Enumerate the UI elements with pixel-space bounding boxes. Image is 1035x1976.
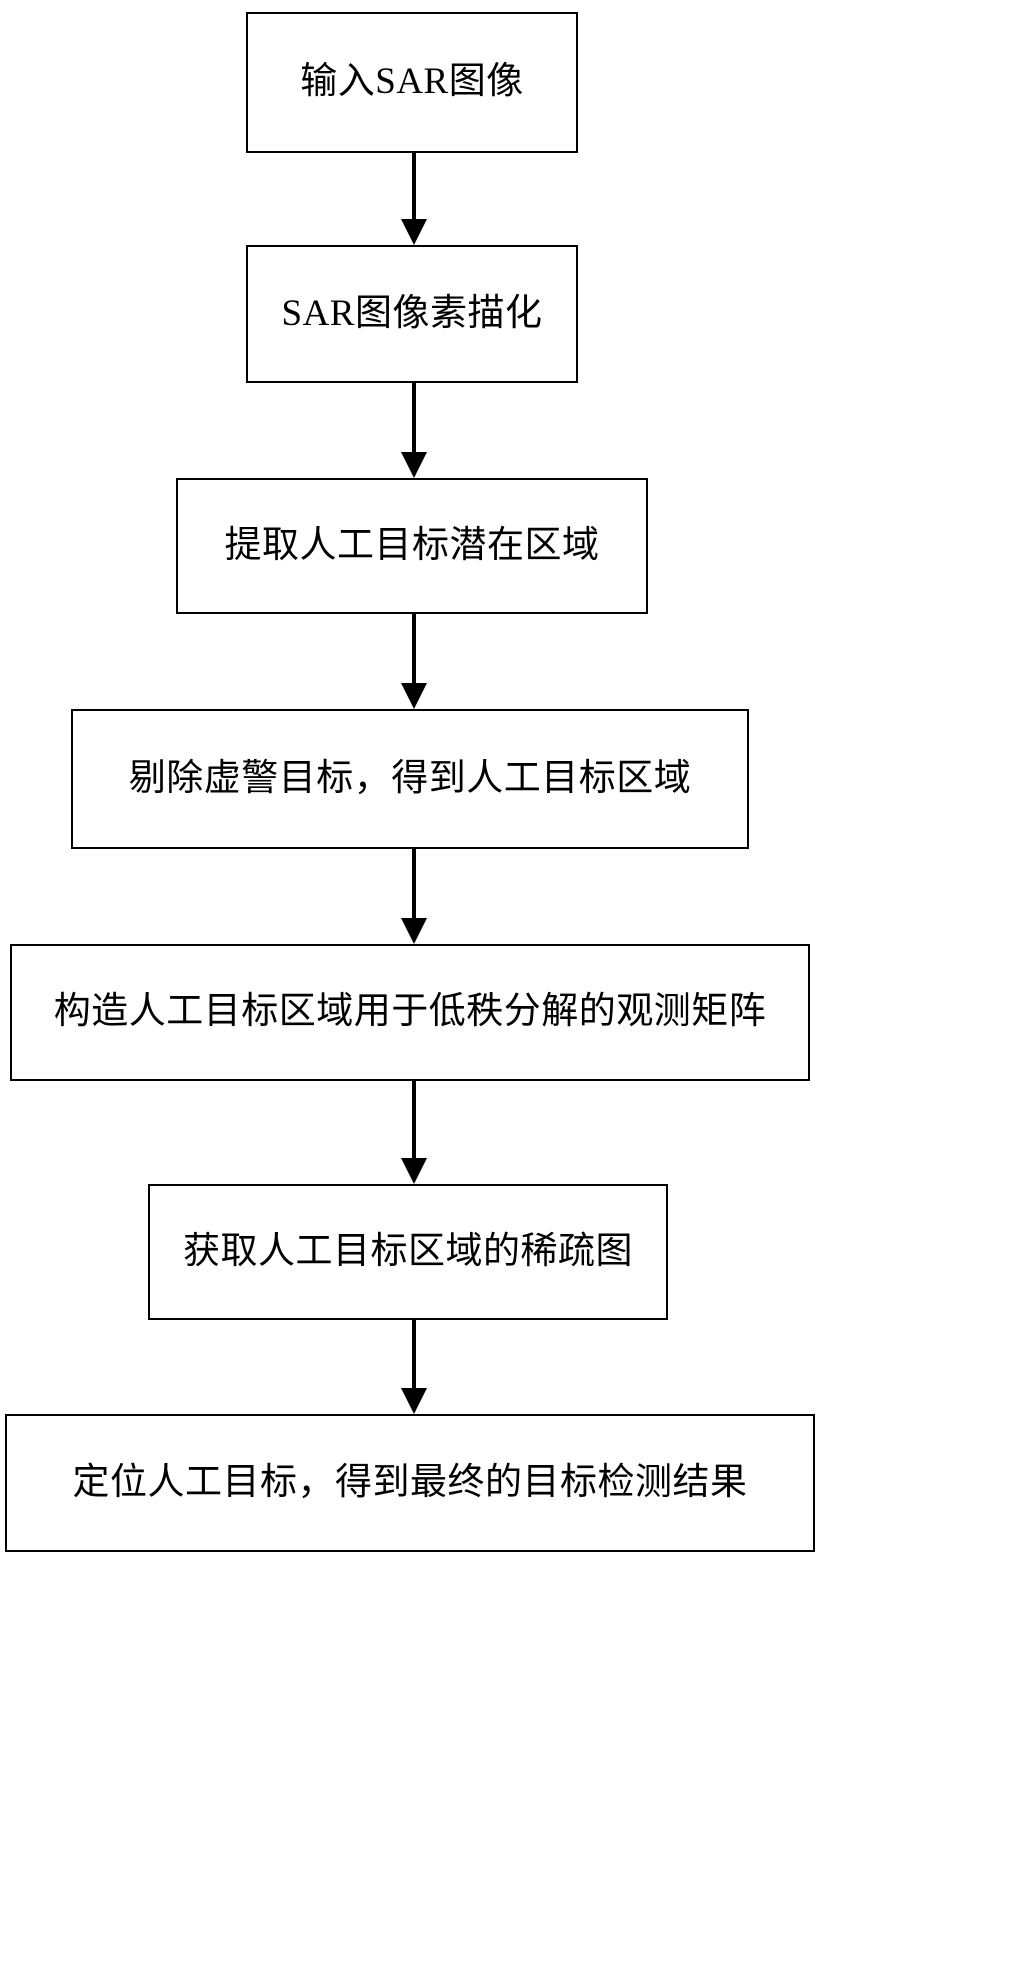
flow-node-label: 剔除虚警目标，得到人工目标区域	[128, 757, 692, 799]
flow-arrow-3	[401, 614, 427, 709]
flow-node-label: 提取人工目标潜在区域	[224, 524, 600, 566]
flow-node-remove-false-alarms: 剔除虚警目标，得到人工目标区域	[71, 709, 749, 849]
flow-node-sar-sketch: SAR图像素描化	[246, 245, 578, 383]
flow-arrow-1	[401, 153, 427, 245]
flow-arrow-2	[401, 383, 427, 478]
flow-node-label: 构造人工目标区域用于低秩分解的观测矩阵	[53, 991, 767, 1033]
flow-arrow-5	[401, 1081, 427, 1184]
flow-node-locate-targets-final-result: 定位人工目标，得到最终的目标检测结果	[5, 1414, 815, 1552]
flow-node-label: 获取人工目标区域的稀疏图	[183, 1230, 633, 1272]
flow-node-build-observation-matrix: 构造人工目标区域用于低秩分解的观测矩阵	[10, 944, 810, 1081]
flow-node-extract-potential-regions: 提取人工目标潜在区域	[176, 478, 648, 614]
flow-node-sparse-map: 获取人工目标区域的稀疏图	[148, 1184, 668, 1320]
flow-arrow-6	[401, 1320, 427, 1414]
flow-arrow-4	[401, 849, 427, 944]
flow-node-input-sar-image: 输入SAR图像	[246, 12, 578, 153]
flow-node-label: 输入SAR图像	[300, 61, 524, 103]
flow-node-label: SAR图像素描化	[281, 292, 543, 334]
flow-node-label: 定位人工目标，得到最终的目标检测结果	[72, 1461, 748, 1503]
